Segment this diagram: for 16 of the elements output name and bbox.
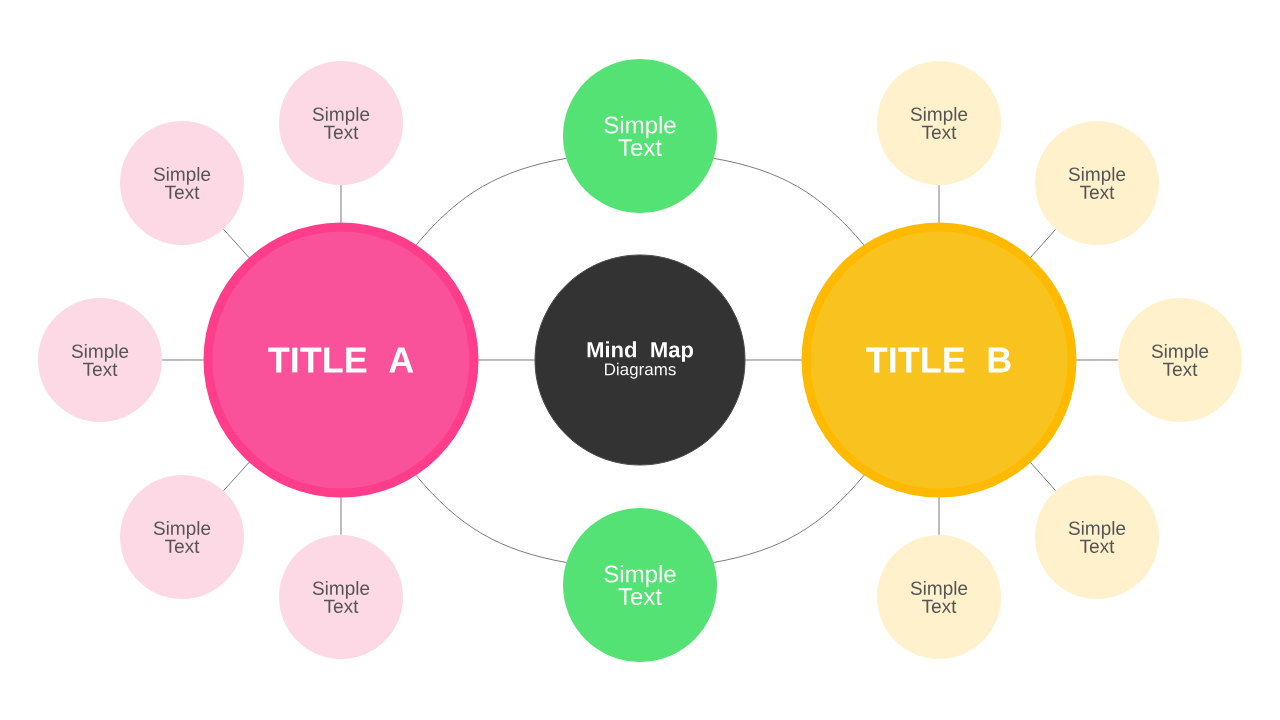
connector-line [1030,462,1056,491]
connector-line [161,359,204,361]
connector-line [340,497,342,536]
connector-line [938,184,940,223]
connector-line [713,158,865,246]
connector-line [478,359,535,361]
connector-line [938,497,940,536]
connector-line [340,184,342,223]
connector-line [223,461,250,492]
connector-line [1076,359,1119,361]
connector-line [415,158,567,246]
connector-line [1030,229,1056,258]
connector-line [415,474,567,563]
connector-line [713,474,865,563]
connector-line [745,359,802,361]
connector-line [223,228,250,259]
